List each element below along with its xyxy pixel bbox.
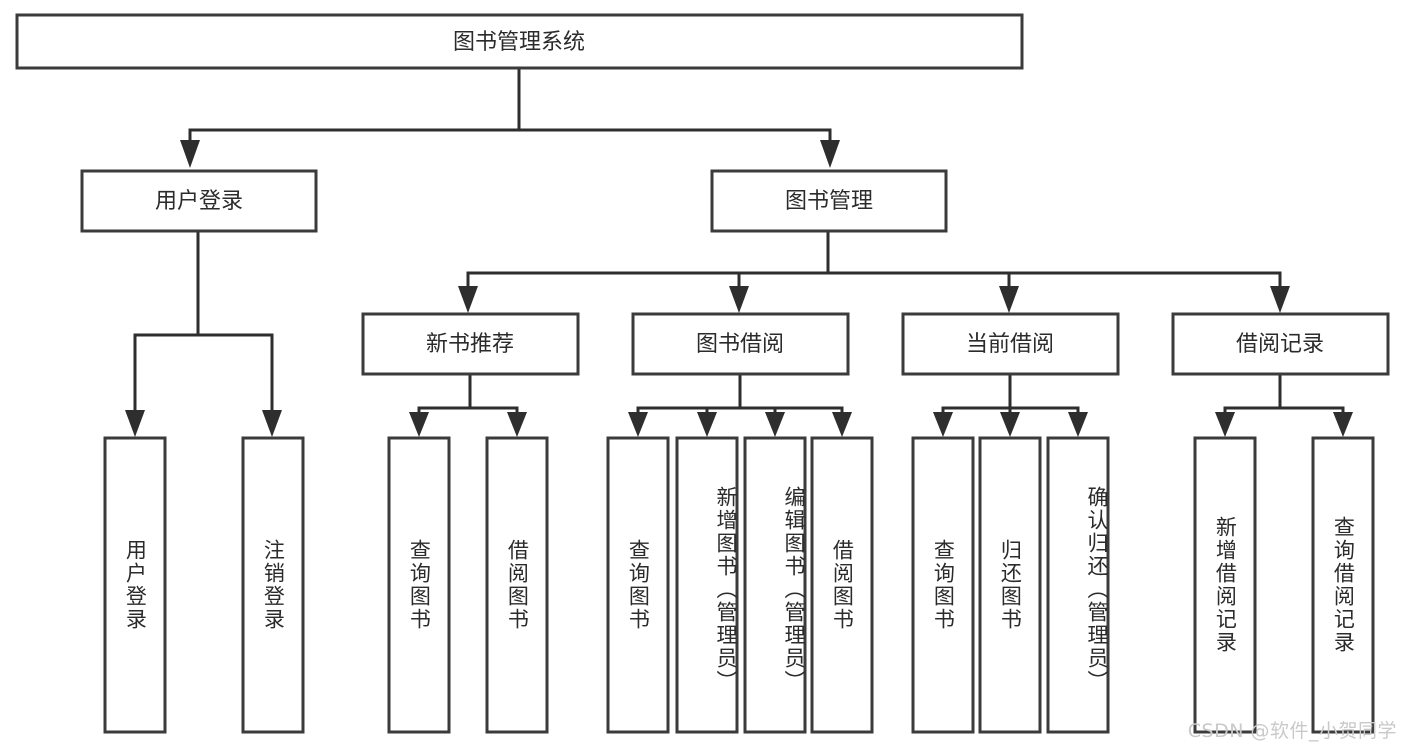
node-root-box[interactable] xyxy=(15,13,1024,70)
node-borrow-record-box[interactable] xyxy=(1171,312,1390,376)
arrowhead-current-borrow-leaf-1 xyxy=(933,412,953,437)
arrowhead-new-book-leaf-1 xyxy=(409,412,429,437)
node-current-borrow[interactable]: 当前借阅 xyxy=(901,312,1120,376)
arrowhead-borrow-record-leaf-2 xyxy=(1333,412,1353,437)
connector-root-to-level2 xyxy=(180,66,840,168)
connector-borrow-record-to-leaves xyxy=(1215,373,1353,437)
leaf-boxes-book-borrow xyxy=(606,436,874,734)
leaf-box-user-login-2[interactable] xyxy=(241,436,305,734)
connector-book-borrow-to-leaves xyxy=(628,373,852,437)
arrowhead-book-borrow-leaf-1 xyxy=(628,412,648,437)
connector-book-manage-to-level3 xyxy=(458,230,1290,313)
arrowhead-book-borrow-leaf-2 xyxy=(697,412,717,437)
arrowhead-l3-3 xyxy=(999,286,1019,313)
node-current-borrow-box[interactable] xyxy=(901,312,1120,376)
arrowhead-book-borrow-leaf-4 xyxy=(832,412,852,437)
arrowhead-book-borrow-leaf-3 xyxy=(765,412,785,437)
connector-new-book-to-leaves xyxy=(409,373,527,437)
leaf-box-user-login-1[interactable] xyxy=(103,436,167,734)
node-user-login[interactable]: 用户登录 xyxy=(80,169,318,233)
node-root-label: 图书管理系统 xyxy=(453,30,585,55)
arrowhead-current-borrow-leaf-2 xyxy=(1000,412,1020,437)
leaf-box-borrow-record-1[interactable] xyxy=(1193,436,1257,734)
leaf-box-book-borrow-3[interactable] xyxy=(743,436,807,734)
node-new-book-recommend-label: 新书推荐 xyxy=(426,332,514,357)
node-root[interactable]: 图书管理系统 xyxy=(15,13,1024,70)
connector-user-login-to-leaves xyxy=(125,230,282,437)
leaf-box-book-borrow-4[interactable] xyxy=(810,436,874,734)
node-book-manage[interactable]: 图书管理 xyxy=(710,169,948,233)
arrowhead-user-login xyxy=(180,140,200,168)
leaf-box-book-borrow-1[interactable] xyxy=(606,436,670,734)
leaf-box-borrow-record-2[interactable] xyxy=(1311,436,1375,734)
leaf-box-current-borrow-2[interactable] xyxy=(978,436,1042,734)
leaf-boxes-new-book-recommend xyxy=(387,436,549,734)
leaf-box-new-book-1[interactable] xyxy=(387,436,451,734)
arrowhead-l3-2 xyxy=(729,286,749,313)
node-book-manage-box[interactable] xyxy=(710,169,948,233)
leaf-box-current-borrow-1[interactable] xyxy=(911,436,975,734)
csdn-watermark: CSDN @软件_小贺同学 xyxy=(1187,720,1397,742)
node-borrow-record-label: 借阅记录 xyxy=(1236,332,1324,357)
node-user-login-label: 用户登录 xyxy=(155,189,243,214)
leaf-box-new-book-2[interactable] xyxy=(485,436,549,734)
node-book-borrow[interactable]: 图书借阅 xyxy=(631,312,850,376)
leaf-box-book-borrow-2[interactable] xyxy=(675,436,739,734)
leaf-boxes-user-login xyxy=(103,436,305,734)
node-book-manage-label: 图书管理 xyxy=(785,189,873,214)
node-new-book-recommend[interactable]: 新书推荐 xyxy=(361,312,580,376)
node-new-book-recommend-box[interactable] xyxy=(361,312,580,376)
node-book-borrow-box[interactable] xyxy=(631,312,850,376)
arrowhead-leaf-user-login-2 xyxy=(262,410,282,437)
node-user-login-box[interactable] xyxy=(80,169,318,233)
arrowhead-current-borrow-leaf-3 xyxy=(1068,412,1088,437)
arrowhead-l3-1 xyxy=(458,286,478,313)
leaf-boxes-borrow-record xyxy=(1193,436,1375,734)
leaf-box-current-borrow-3[interactable] xyxy=(1046,436,1110,734)
connector-current-borrow-to-leaves xyxy=(933,373,1088,437)
arrowhead-leaf-user-login-1 xyxy=(125,410,145,437)
node-book-borrow-label: 图书借阅 xyxy=(696,332,784,357)
node-borrow-record[interactable]: 借阅记录 xyxy=(1171,312,1390,376)
arrowhead-new-book-leaf-2 xyxy=(507,412,527,437)
arrowhead-l3-4 xyxy=(1270,286,1290,313)
node-current-borrow-label: 当前借阅 xyxy=(966,332,1054,357)
arrowhead-book-manage xyxy=(820,140,840,168)
leaf-boxes-current-borrow xyxy=(911,436,1110,734)
arrowhead-borrow-record-leaf-1 xyxy=(1215,412,1235,437)
